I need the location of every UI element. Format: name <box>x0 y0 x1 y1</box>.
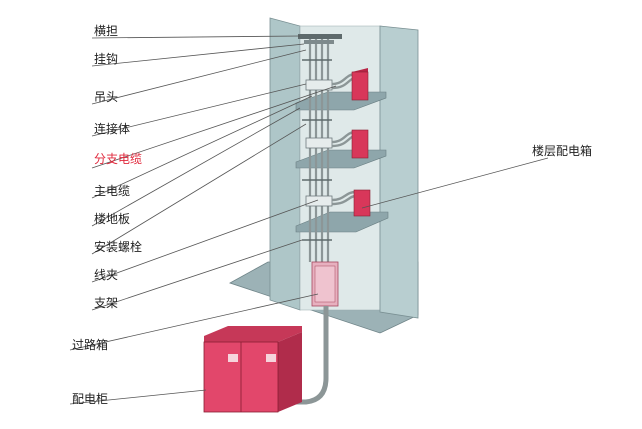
label-mounting-bolt: 安装螺栓 <box>94 240 143 254</box>
leader-lines <box>69 35 549 405</box>
crossarm <box>298 34 342 39</box>
label-hook: 挂钩 <box>94 52 119 66</box>
label-branch-cable: 分支电缆 <box>94 152 143 166</box>
floor-distribution-box-1 <box>351 68 369 101</box>
label-junction-box: 过路箱 <box>72 338 109 352</box>
label-bracket: 支架 <box>94 296 119 310</box>
brackets <box>302 59 332 241</box>
label-crossarm: 横担 <box>94 24 119 38</box>
junction-box <box>311 261 339 307</box>
distribution-cabinet <box>203 326 302 413</box>
feeder-cable <box>268 306 329 405</box>
label-distribution-cabinet: 配电柜 <box>72 392 109 406</box>
label-main-cable: 主电缆 <box>94 184 131 198</box>
hanger-head <box>304 40 334 44</box>
label-floor-distribution-box: 楼层配电箱 <box>532 144 593 158</box>
label-floor-slab: 楼地板 <box>94 212 131 226</box>
label-hanger-head: 吊头 <box>94 90 119 104</box>
label-connector: 连接体 <box>94 122 131 136</box>
floor-distribution-box-2 <box>351 129 369 159</box>
main-cables <box>308 36 330 262</box>
shaft-back-wall <box>269 17 301 311</box>
shaft-side-wall <box>379 25 419 319</box>
floor-slab-3 <box>295 211 389 233</box>
label-cable-clamp: 线夹 <box>94 268 119 282</box>
floor-distribution-box-3 <box>353 189 371 217</box>
